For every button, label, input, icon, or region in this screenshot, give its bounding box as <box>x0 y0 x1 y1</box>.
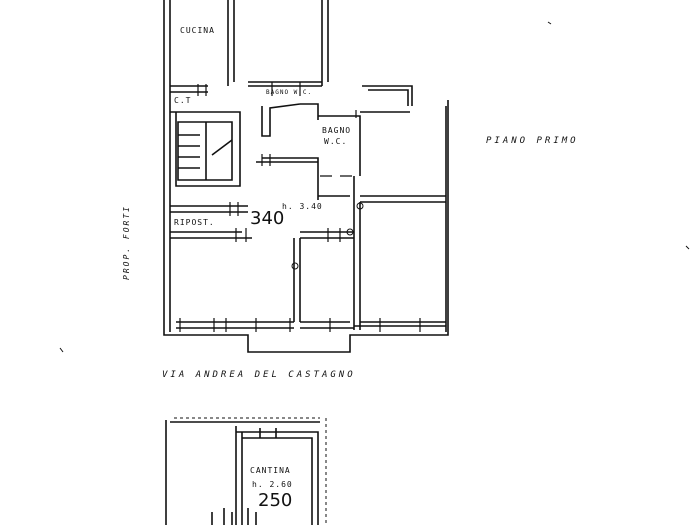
area-cellar: 250 <box>258 490 293 511</box>
hall-walls <box>170 205 354 322</box>
room-label-cucina: CUCINA <box>180 26 215 35</box>
bottom-walls <box>176 321 354 329</box>
cellar-walls <box>165 420 320 525</box>
room-label-bagno: BAGNO <box>322 126 352 135</box>
outer-walls <box>163 0 449 353</box>
room-label-wc: W.C. <box>324 137 348 146</box>
balcony <box>362 85 413 106</box>
street-name: VIA ANDREA DEL CASTAGNO <box>162 370 356 380</box>
floor-title: PIANO PRIMO <box>486 136 579 146</box>
room-label-cantina: CANTINA <box>250 466 291 475</box>
right-room-walls <box>353 111 446 330</box>
room-label-bagno-wc-top: BAGNO W.C. <box>266 89 313 96</box>
area-floor: 340 <box>250 208 285 229</box>
stairwell <box>170 111 241 187</box>
kitchen-walls <box>170 0 322 93</box>
ceiling-height-floor: h. 3.40 <box>282 202 323 211</box>
neighbor-label: PROP. FORTI <box>122 205 131 280</box>
bathroom-walls <box>256 103 361 200</box>
room-label-ct: C.T <box>174 96 192 105</box>
door-marks <box>179 82 421 332</box>
room-label-ripost: RIPOST. <box>174 218 215 227</box>
ceiling-height-cellar: h. 2.60 <box>252 480 293 489</box>
